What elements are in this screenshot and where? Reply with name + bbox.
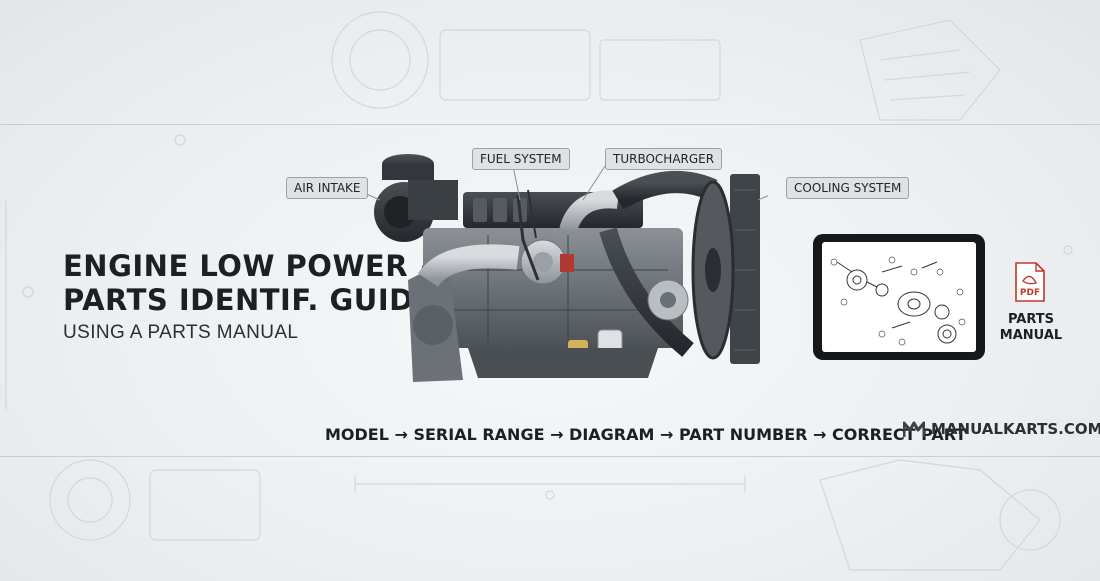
brand-name: MANUALKARTS.COM	[931, 420, 1100, 438]
engine-illustration	[368, 154, 768, 382]
callout-turbocharger: TURBOCHARGER	[605, 148, 723, 170]
brand-logo-icon	[903, 421, 925, 437]
callout-fuel-system: FUEL SYSTEM	[472, 148, 570, 170]
parts-manual-label: PARTS MANUAL	[998, 312, 1064, 344]
headline-line-1: ENGINE LOW POWER /	[63, 249, 430, 283]
pdf-file-icon	[1015, 262, 1045, 302]
callout-cooling-system: COOLING SYSTEM	[786, 177, 910, 199]
workflow-steps: MODEL → SERIAL RANGE → DIAGRAM → PART NU…	[325, 425, 967, 444]
headline-line-2: PARTS IDENTIF. GUIDE	[63, 283, 435, 317]
parts-diagram-screen	[822, 242, 976, 352]
brand: MANUALKARTS.COM	[903, 420, 1100, 438]
tablet	[813, 234, 985, 360]
exploded-parts-diagram	[830, 256, 966, 346]
radiator	[730, 174, 760, 364]
subtitle: USING A PARTS MANUAL	[63, 322, 299, 343]
intercooler-pipe	[612, 171, 718, 210]
air-filter	[374, 154, 458, 242]
top-guide-line	[0, 124, 1100, 125]
pdf-badge: PDF	[1019, 288, 1041, 298]
callout-air-intake: AIR INTAKE	[286, 177, 369, 199]
fuel-line	[516, 194, 540, 281]
turbocharger-unit	[418, 190, 620, 288]
parts-manual-line-2: MANUAL	[999, 328, 1063, 343]
parts-manual-line-1: PARTS	[1007, 312, 1055, 327]
oil-pan	[468, 348, 658, 378]
bottom-guide-line	[0, 456, 1100, 457]
